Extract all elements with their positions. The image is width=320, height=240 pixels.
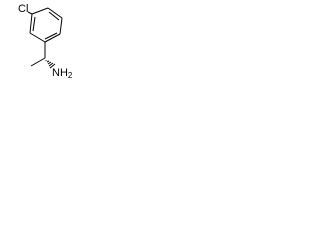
ring-bond-5 — [29, 32, 46, 43]
chlorine-label: Cl — [18, 4, 28, 15]
ring-bond-6 — [29, 13, 33, 34]
ring-bond-3 — [59, 17, 63, 35]
ring-bond-1 — [31, 7, 49, 15]
chemical-structure-drawing — [27, 7, 63, 69]
ring-double-bond-inner-3 — [32, 16, 36, 32]
amine-text: NH — [52, 67, 68, 79]
ring-bond-4 — [44, 33, 61, 43]
chemical-structure-canvas: Cl NH2 — [0, 0, 87, 86]
ring-bond-2 — [47, 7, 63, 19]
bond-chiral-carbon-to-methyl — [30, 57, 46, 67]
ring-double-bond-inner-1 — [48, 11, 60, 21]
amine-subscript: 2 — [67, 71, 73, 80]
bond-ring-to-cl — [27, 11, 33, 15]
hashed-wedge-bond-to-amine — [45, 60, 56, 69]
chlorine-text: Cl — [18, 3, 29, 15]
ring-double-bond-inner-2 — [44, 32, 58, 40]
benzene-ring — [29, 7, 63, 43]
amine-label: NH2 — [52, 67, 73, 81]
